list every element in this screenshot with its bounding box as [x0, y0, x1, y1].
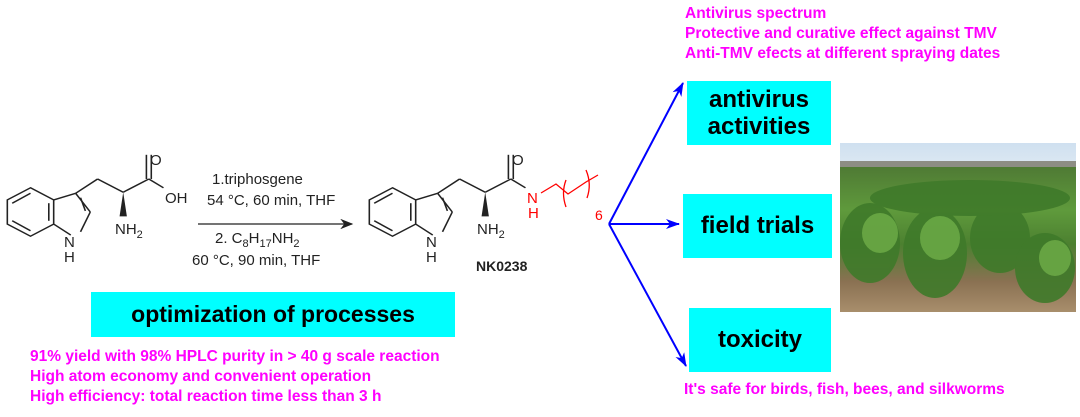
- amide-n-label: N: [527, 190, 538, 207]
- photo-content: [840, 161, 1076, 303]
- tobacco-field-photo: [840, 143, 1076, 312]
- box-label: optimization of processes: [131, 301, 415, 327]
- note-line: Anti-TMV efects at different spraying da…: [685, 45, 1001, 62]
- tryptophan-structure: [6, 154, 164, 237]
- note-line: 91% yield with 98% HPLC purity in > 40 g…: [30, 348, 440, 365]
- antivirus-activities-box: antivirus activities: [687, 81, 831, 145]
- box-label: antivirus: [708, 86, 810, 113]
- step2-conditions: 60 °C, 90 min, THF: [192, 252, 320, 269]
- atom-label: N: [426, 234, 437, 251]
- step2-reagent: 2. C8H17NH2: [215, 230, 300, 250]
- optimization-box: optimization of processes: [91, 292, 455, 337]
- atom-label: OH: [165, 190, 188, 207]
- atom-label: NH2: [115, 221, 143, 241]
- note-line: Antivirus spectrum: [685, 5, 827, 22]
- note-line: Protective and curative effect against T…: [685, 25, 997, 42]
- optimization-points: 91% yield with 98% HPLC purity in > 40 g…: [30, 347, 440, 407]
- nk0238-structure: [368, 154, 526, 237]
- note-line: High atom economy and convenient operati…: [30, 368, 372, 385]
- atom-label: H: [64, 249, 75, 266]
- atom-label: N: [64, 234, 75, 251]
- arrow-to-toxicity: [608, 223, 687, 367]
- atom-label: O: [512, 152, 524, 169]
- atom-label: H: [426, 249, 437, 266]
- toxicity-box: toxicity: [689, 308, 831, 372]
- box-label: field trials: [700, 212, 815, 239]
- octyl-chain: [540, 169, 599, 208]
- note-line: High efficiency: total reaction time les…: [30, 388, 382, 405]
- box-label: toxicity: [717, 326, 803, 353]
- antivirus-points: Antivirus spectrum Protective and curati…: [685, 4, 1000, 64]
- atom-label: O: [150, 152, 162, 169]
- amide-h-label: H: [528, 205, 539, 222]
- field-trials-box: field trials: [683, 194, 832, 258]
- box-label: activities: [707, 113, 811, 140]
- branch-arrows: [608, 82, 687, 367]
- toxicity-note: It's safe for birds, fish, bees, and sil…: [684, 381, 1005, 398]
- step1-conditions: 54 °C, 60 min, THF: [207, 192, 335, 209]
- step1-reagent: 1.triphosgene: [212, 171, 303, 188]
- atom-label: NH2: [477, 221, 505, 241]
- arrow-to-antivirus: [608, 82, 684, 225]
- product-name: NK0238: [476, 258, 528, 274]
- repeat-count: 6: [595, 207, 603, 223]
